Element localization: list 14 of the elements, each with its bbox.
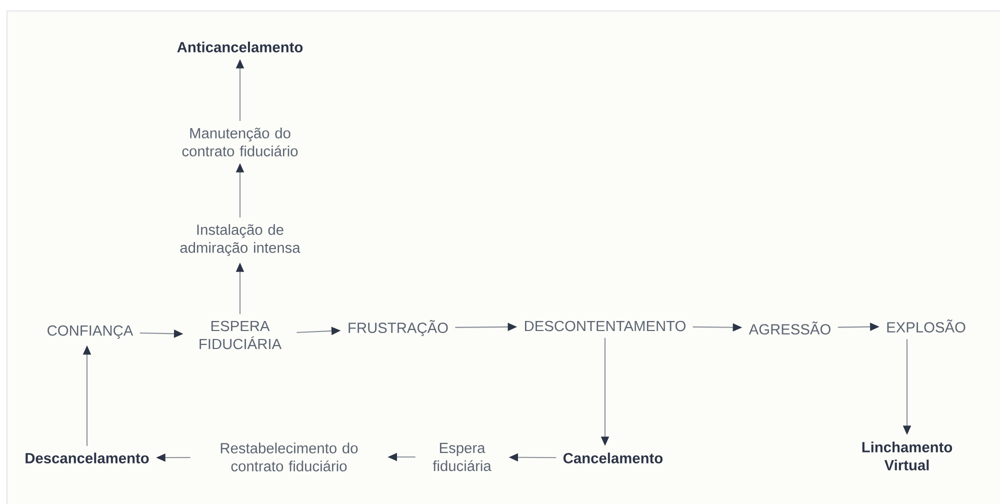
outcome-label: Anticancelamento bbox=[177, 42, 303, 52]
outcome-label: Cancelamento bbox=[563, 452, 663, 464]
stage-label: AGRESSÃO bbox=[748, 322, 830, 335]
stage-label: CONFIANÇA bbox=[48, 325, 134, 339]
stage-label: ESPERA FIDUCIÁRIA bbox=[200, 320, 282, 350]
stage-label: EXPLOSÃO bbox=[887, 320, 966, 333]
outcome-label: Descancelamento bbox=[26, 452, 149, 464]
stage-label: Restabelecimento do contrato fiduciário bbox=[220, 442, 358, 472]
outcome-label: Linchamento Virtual bbox=[862, 442, 952, 470]
stage-label: Manutenção do contrato fiduciário bbox=[182, 128, 298, 156]
stage-label: DESCONTENTAMENTO bbox=[525, 320, 686, 332]
stage-label: Instalação de admiração intensa bbox=[180, 224, 300, 256]
stage-label: Espera fiduciária bbox=[432, 442, 492, 472]
stage-label: FRUSTRAÇÃO bbox=[348, 320, 448, 336]
